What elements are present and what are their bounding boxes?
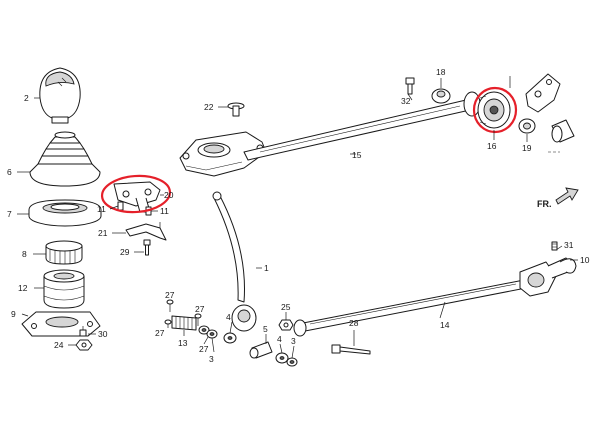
callout-5: 5 xyxy=(263,324,268,334)
callout-8: 8 xyxy=(22,249,27,259)
spring-bushing xyxy=(171,315,197,331)
front-direction-marker: FR. xyxy=(537,187,579,209)
callout-30: 30 xyxy=(98,329,108,339)
bolt-32 xyxy=(405,77,415,95)
callout-9: 9 xyxy=(11,309,16,319)
extension-bushing xyxy=(463,91,511,129)
callout-27-mid: 27 xyxy=(195,304,205,314)
callout-20: 20 xyxy=(164,190,174,200)
callout-12: 12 xyxy=(18,283,28,293)
callout-7: 7 xyxy=(7,209,12,219)
long-bolt xyxy=(331,344,371,355)
highlight-circle-bracket xyxy=(100,174,172,214)
boot-holder-ring xyxy=(28,199,102,227)
highlight-circle-bushing xyxy=(472,86,518,134)
rod-end-clip xyxy=(559,258,577,274)
callout-1: 1 xyxy=(264,263,269,273)
small-pin-27b xyxy=(194,313,202,326)
rod-end-joint xyxy=(519,257,575,297)
plate-nut xyxy=(75,339,93,351)
callout-11-left: 11 xyxy=(97,204,106,214)
lever-bracket xyxy=(113,181,161,216)
callout-31: 31 xyxy=(564,240,574,250)
joint-pin xyxy=(249,341,273,359)
callout-3-right: 3 xyxy=(291,336,296,346)
callout-18: 18 xyxy=(436,67,446,77)
clip-bolt xyxy=(143,239,151,256)
callout-24: 24 xyxy=(54,340,64,350)
callout-14: 14 xyxy=(440,320,450,330)
extension-collar xyxy=(551,119,575,143)
callout-16: 16 xyxy=(487,141,497,151)
plate-bolt xyxy=(79,326,87,337)
callout-21: 21 xyxy=(98,228,108,238)
nut-18 xyxy=(431,88,451,104)
callout-2: 2 xyxy=(24,93,29,103)
washer-4b xyxy=(275,352,289,364)
main-shift-lever xyxy=(212,191,257,332)
rod-end-bolt xyxy=(551,241,558,251)
callout-25: 25 xyxy=(281,302,291,312)
callout-28: 28 xyxy=(349,318,359,328)
washer-3b xyxy=(286,357,298,367)
nut-25 xyxy=(278,319,294,331)
callout-27-top: 27 xyxy=(165,290,175,300)
washer-19 xyxy=(518,118,536,134)
shift-lever-bushing xyxy=(43,269,85,309)
washer-27c xyxy=(198,325,210,335)
callout-6: 6 xyxy=(7,167,12,177)
front-direction-label: FR. xyxy=(537,199,552,209)
lower-mounting-plate xyxy=(21,311,101,337)
callout-32: 32 xyxy=(401,96,411,106)
callout-10: 10 xyxy=(580,255,590,265)
callout-11-right: 11 xyxy=(160,206,169,216)
outer-shift-boot xyxy=(29,131,101,187)
shift-knob xyxy=(39,67,81,124)
spring-clip xyxy=(125,222,167,241)
washer-4a xyxy=(223,332,237,344)
callout-15: 15 xyxy=(352,150,362,160)
callout-27-left: 27 xyxy=(155,328,165,338)
bearing-ring xyxy=(45,240,83,265)
small-retaining-pin xyxy=(227,102,245,117)
callout-27-bottom: 27 xyxy=(199,344,209,354)
washer-3a xyxy=(206,329,218,339)
small-pin-27d xyxy=(164,319,172,328)
callout-4-lower: 4 xyxy=(277,334,282,344)
shift-lever-housing xyxy=(179,131,267,177)
callout-4-upper: 4 xyxy=(226,312,231,322)
callout-3-left: 3 xyxy=(209,354,214,364)
small-pin-27a xyxy=(166,299,174,312)
callout-22: 22 xyxy=(204,102,214,112)
callout-29: 29 xyxy=(120,247,130,257)
leader-lines xyxy=(17,78,578,359)
callout-labels: 2 6 7 8 12 9 30 24 11 11 20 21 29 22 15 … xyxy=(7,67,590,364)
callout-19: 19 xyxy=(522,143,532,153)
extension-bracket-plate xyxy=(509,73,561,113)
callout-13: 13 xyxy=(178,338,188,348)
shift-rod xyxy=(293,279,527,337)
